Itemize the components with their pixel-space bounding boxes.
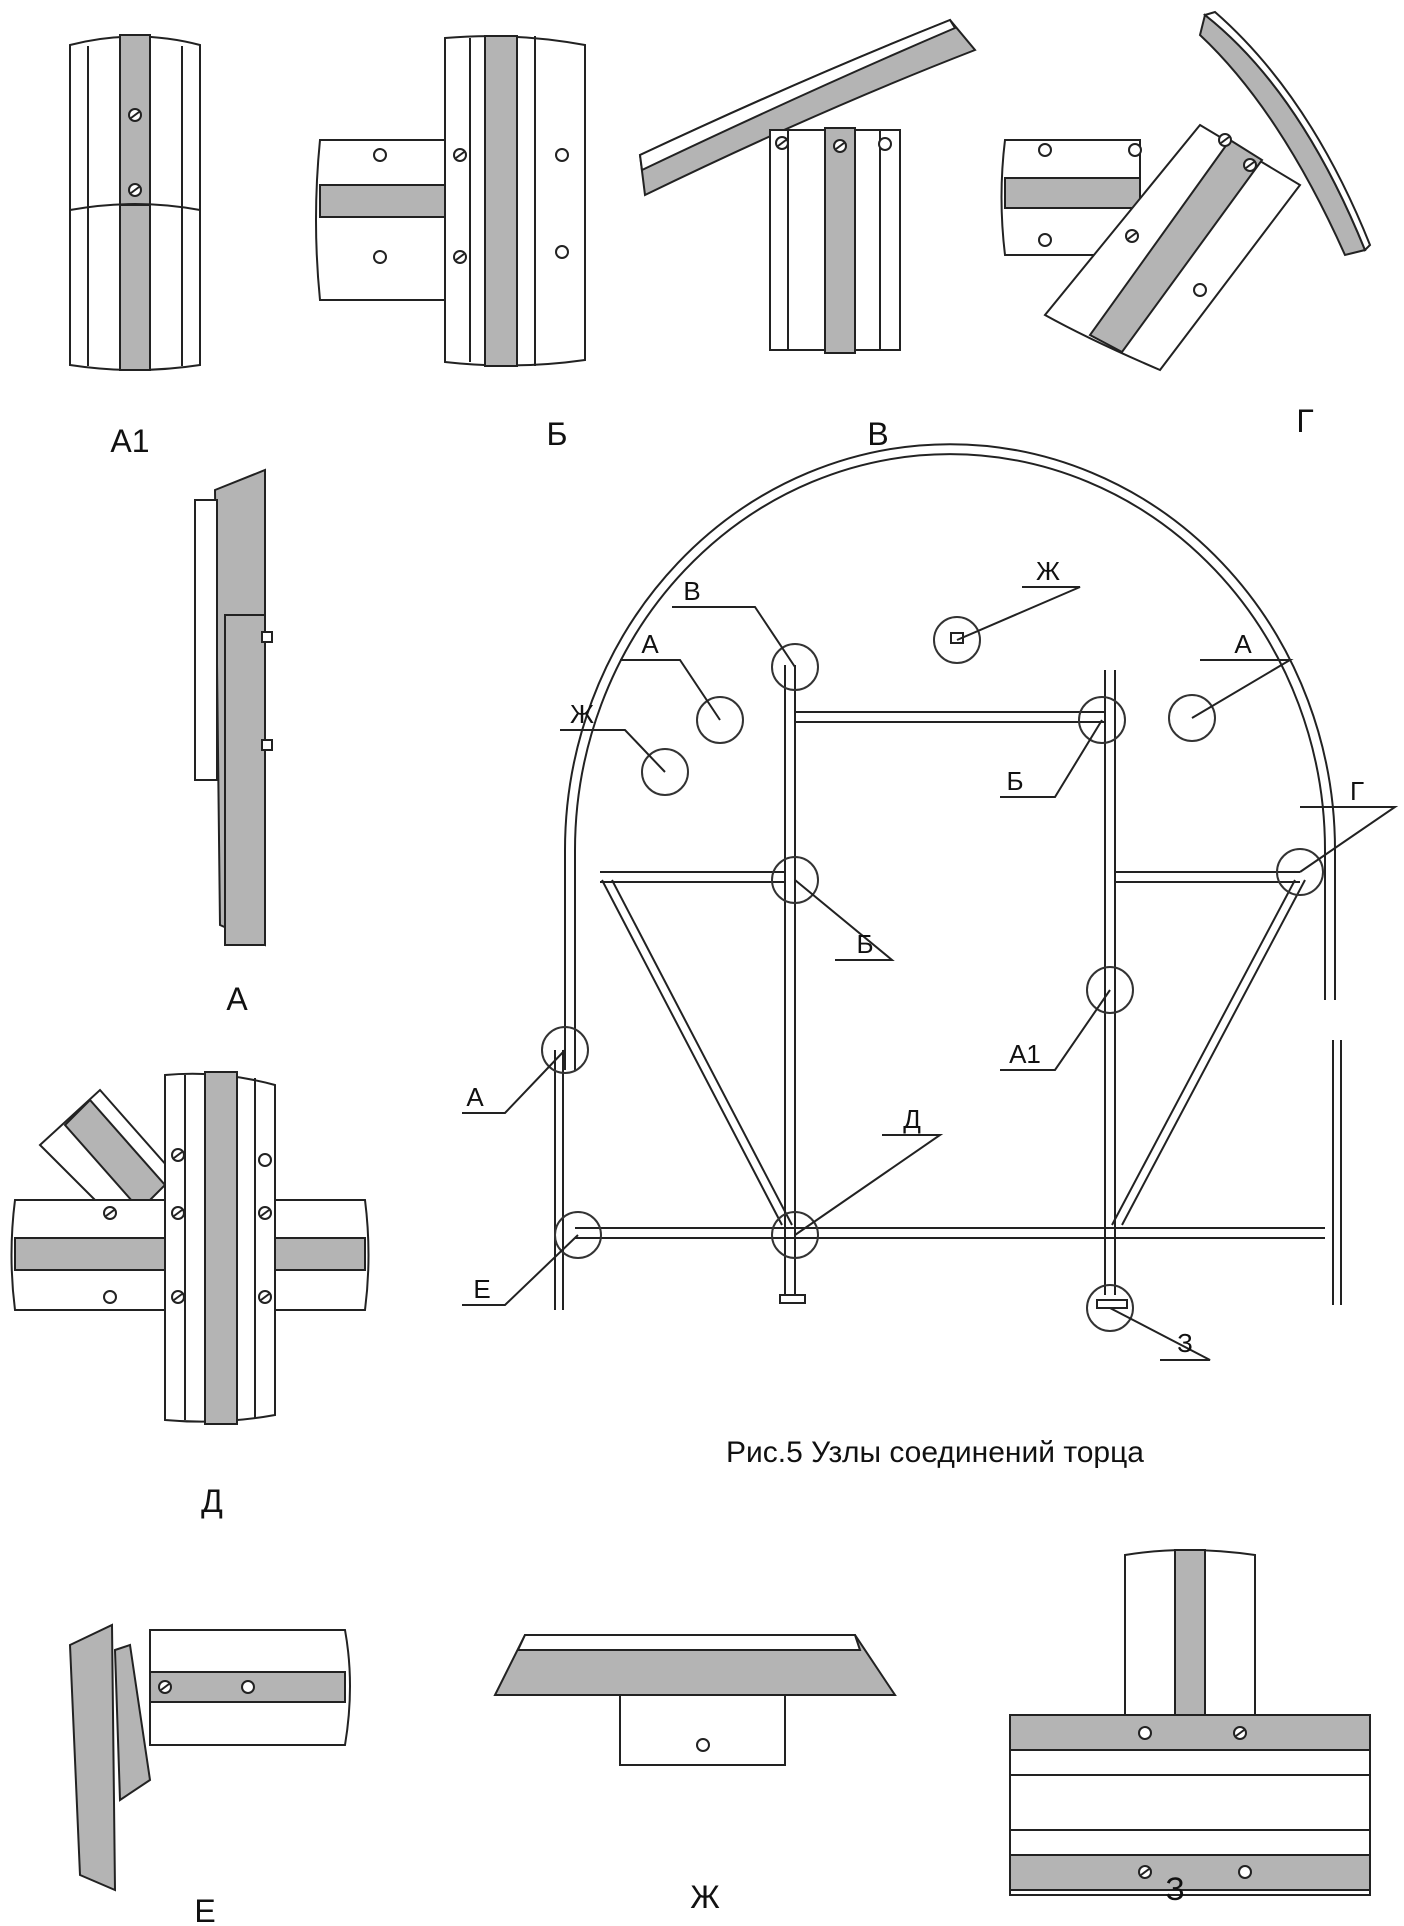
callout-v: В <box>683 576 700 606</box>
label-detail-a1: А1 <box>110 423 149 459</box>
label-detail-zh: Ж <box>690 1879 720 1915</box>
callout-a-top-left: А <box>641 629 659 659</box>
callout-e: Е <box>473 1274 490 1304</box>
detail-b-drawing <box>315 35 586 367</box>
callout-g: Г <box>1350 776 1364 806</box>
detail-d-drawing <box>10 1071 370 1425</box>
callout-z: З <box>1177 1328 1193 1358</box>
label-detail-a: А <box>226 981 248 1017</box>
detail-z-drawing <box>1009 1549 1371 1896</box>
label-detail-d: Д <box>201 1483 223 1519</box>
callout-d: Д <box>903 1104 921 1134</box>
callout-a-top-right: А <box>1234 629 1252 659</box>
label-detail-e: Е <box>194 1893 215 1926</box>
figure-caption: Рис.5 Узлы соединений торца <box>726 1436 1144 1469</box>
joint-circles <box>541 616 1324 1332</box>
detail-e-drawing <box>68 1623 351 1892</box>
callout-a-left: А <box>466 1082 484 1112</box>
detail-g-drawing <box>1000 10 1372 372</box>
end-wall-frame <box>554 443 1342 1310</box>
label-detail-v: В <box>867 416 888 452</box>
callout-b-mid: Б <box>856 929 873 959</box>
detail-a1-drawing <box>69 34 201 371</box>
callout-a1: А1 <box>1009 1039 1041 1069</box>
detail-v-drawing <box>638 18 977 354</box>
label-detail-z: З <box>1165 1871 1184 1907</box>
callout-leaders <box>462 586 1399 1361</box>
detail-zh-drawing <box>493 1634 897 1766</box>
detail-a-drawing <box>194 468 273 947</box>
label-detail-b: Б <box>547 416 568 452</box>
label-detail-g: Г <box>1296 403 1313 439</box>
callout-b-upper: Б <box>1006 766 1023 796</box>
callout-zh-left: Ж <box>570 699 594 729</box>
callout-zh-top: Ж <box>1036 556 1060 586</box>
